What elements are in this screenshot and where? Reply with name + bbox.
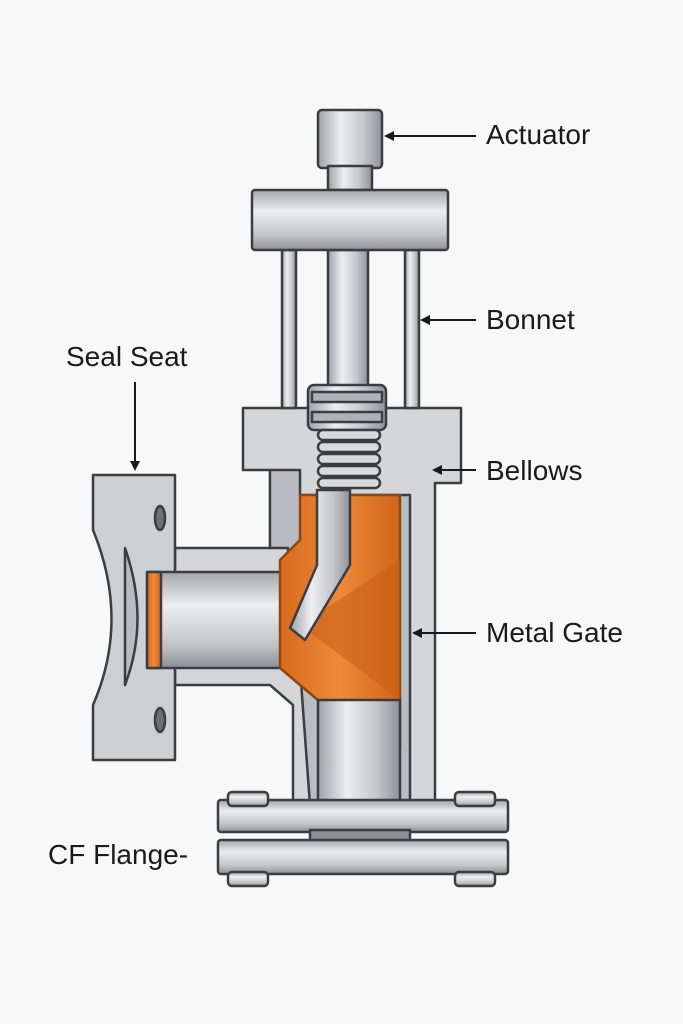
label-cf-flange: CF Flange- (48, 839, 189, 870)
seal-seat-ring (145, 570, 163, 670)
label-bonnet: Bonnet (486, 304, 575, 335)
bolt-hole (153, 706, 167, 734)
bolt (453, 790, 497, 808)
bellows (316, 428, 382, 490)
bolt (226, 870, 270, 888)
bonnet-rod-left (280, 248, 298, 410)
gate-stem (288, 488, 352, 642)
cf-flange-lower (216, 838, 510, 876)
label-seal-seat: Seal Seat (66, 341, 188, 372)
inlet-pipe (146, 570, 290, 670)
label-bellows: Bellows (486, 455, 583, 486)
label-metal-gate: Metal Gate (486, 617, 623, 648)
bolt (226, 790, 270, 808)
bolt (453, 870, 497, 888)
bonnet-plate (250, 188, 450, 252)
label-actuator: Actuator (486, 119, 591, 150)
bolt-hole (153, 504, 167, 532)
bonnet-rod-right (403, 248, 421, 410)
actuator (316, 108, 384, 170)
outlet-passage (316, 698, 402, 807)
valve-stem (326, 248, 370, 392)
